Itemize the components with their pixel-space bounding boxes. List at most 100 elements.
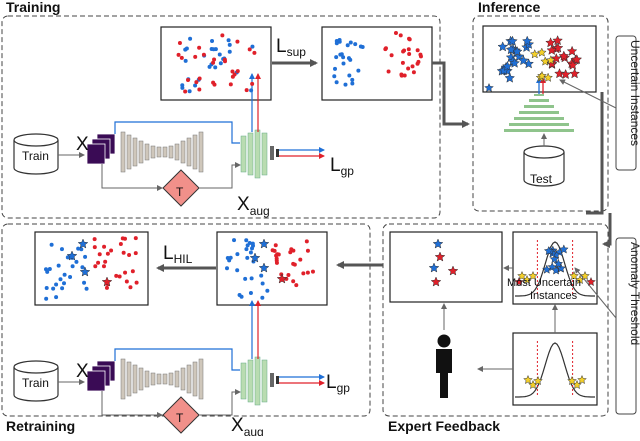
data-point [288, 250, 293, 255]
encoder-icon [120, 358, 126, 400]
data-point [244, 247, 249, 252]
data-point [49, 242, 54, 247]
star-icon [566, 45, 578, 56]
data-point [406, 47, 411, 52]
data-point [247, 47, 252, 52]
star-icon [504, 72, 516, 83]
star-icon [554, 68, 565, 79]
data-point [244, 238, 249, 243]
data-point [210, 39, 215, 44]
head-icon [240, 135, 247, 173]
train-embedding-plot [160, 26, 272, 101]
data-point [386, 69, 391, 74]
data-point [179, 55, 184, 60]
star-icon [509, 57, 521, 68]
data-point [211, 60, 216, 65]
data-point [406, 66, 411, 71]
inference-section [472, 15, 609, 212]
star-icon [79, 266, 91, 277]
star-icon [567, 59, 579, 70]
encoder-icon [156, 373, 162, 385]
data-point [105, 251, 110, 256]
data-point [415, 48, 420, 53]
encoder-icon [192, 134, 198, 170]
data-point [54, 295, 59, 300]
data-point [350, 77, 355, 82]
data-point [225, 255, 230, 260]
data-point [60, 286, 65, 291]
data-point [76, 246, 81, 251]
encoder-icon [198, 131, 204, 173]
data-point [401, 49, 406, 54]
data-point [305, 248, 310, 253]
data-point [337, 38, 342, 43]
data-point [250, 81, 255, 86]
data-point [235, 69, 240, 74]
connector [101, 391, 163, 418]
data-point [47, 267, 52, 272]
data-point [275, 252, 280, 257]
train-label: Train [22, 149, 49, 163]
instances-label: Instances [530, 290, 578, 302]
training-pipeline [13, 73, 325, 207]
data-point [124, 279, 129, 284]
data-point [235, 252, 240, 257]
star-icon [484, 82, 494, 93]
data-point [188, 36, 193, 41]
star-icon [537, 70, 547, 81]
hil-embedding-plot [34, 231, 149, 306]
encoder-icon [138, 140, 144, 164]
data-point [227, 42, 232, 47]
star-icon [497, 41, 509, 52]
data-point [348, 40, 353, 45]
star-icon [517, 270, 527, 281]
data-point [358, 44, 363, 49]
data-point [235, 39, 240, 44]
data-point [93, 264, 98, 269]
star-icon [571, 53, 583, 65]
data-point [102, 244, 107, 249]
retrain-x-label: X [76, 361, 89, 382]
encoder-icon [192, 361, 198, 397]
x-label: X [76, 134, 89, 155]
star-icon [518, 55, 529, 66]
uncertain-instances-label: Uncertain Instances [628, 40, 640, 146]
data-point [118, 241, 123, 246]
star-icon [569, 68, 581, 79]
data-point [273, 243, 278, 248]
star-icon [553, 258, 564, 269]
data-point [393, 30, 398, 35]
training-section [1, 15, 441, 219]
data-point [415, 61, 420, 66]
data-point [212, 57, 217, 62]
data-point [350, 81, 355, 86]
data-point [65, 255, 70, 260]
data-point [291, 261, 296, 266]
data-point [225, 266, 230, 271]
bell-curve-icon [514, 240, 596, 297]
data-point [114, 273, 119, 278]
person-icon [436, 334, 452, 398]
database-icon [13, 140, 59, 175]
star-icon [249, 252, 261, 263]
data-point [245, 255, 250, 260]
star-icon [529, 49, 540, 59]
anomaly-threshold-label: Anomaly Threshold [628, 242, 640, 345]
output-bar [276, 376, 279, 384]
encoder-icon [174, 370, 180, 388]
data-point [176, 52, 181, 57]
data-point [130, 269, 135, 274]
data-point [68, 275, 73, 280]
data-point [291, 279, 296, 284]
data-point [134, 280, 139, 285]
data-point [353, 42, 358, 47]
star-icon [505, 44, 517, 55]
data-point [222, 59, 227, 64]
data-point [201, 52, 206, 57]
bell-curve [515, 342, 595, 398]
star-icon [541, 264, 552, 274]
data-point [44, 296, 49, 301]
uncertain-instances-box [615, 35, 637, 171]
data-point [54, 282, 59, 287]
